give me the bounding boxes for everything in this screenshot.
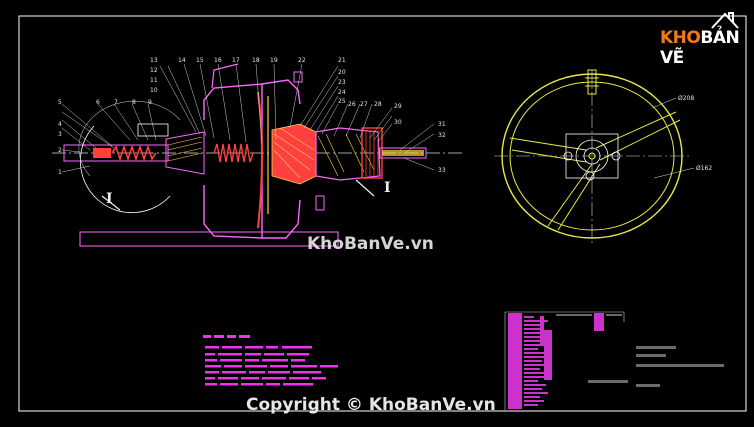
inner-rim — [509, 81, 675, 231]
diaphragm — [257, 91, 263, 229]
hub-core — [588, 152, 596, 160]
part-numbers-left: 12 11 10 9 8 7 6 5 4 3 2 1 — [58, 67, 158, 176]
front-stud-top — [293, 71, 303, 83]
return-spring — [213, 143, 254, 163]
part-number: 12 — [150, 67, 158, 74]
bolt-bottom — [585, 171, 595, 181]
hub-outer — [575, 139, 609, 173]
part-number: 31 — [438, 121, 446, 128]
part-number: 33 — [438, 167, 446, 174]
copyright-text: Copyright © KhoBanVe.vn — [246, 395, 496, 415]
house-icon — [711, 12, 739, 29]
part-number: 16 — [214, 57, 222, 64]
part-number: 2 — [58, 147, 62, 154]
part-number: 17 — [232, 57, 240, 64]
part-number: 30 — [394, 119, 402, 126]
rear-shell — [203, 83, 263, 239]
yoke-arc — [79, 125, 171, 214]
khobanve-logo: KHOBẢN VẼ — [660, 28, 754, 68]
part-number: 32 — [438, 132, 446, 139]
part-number: 29 — [394, 103, 402, 110]
hub-plate — [565, 133, 619, 179]
dimension-outer-diameter: Ø208 — [678, 95, 694, 102]
part-number: 10 — [150, 87, 158, 94]
dim-leader-outer — [651, 97, 677, 109]
drawing-frame — [18, 15, 747, 412]
cylinder-thread — [365, 130, 379, 176]
part-numbers-top: 13 14 15 16 17 18 19 22 21 20 23 24 25 2… — [150, 57, 402, 126]
cylinder-hatching — [317, 133, 375, 177]
input-rod — [63, 144, 169, 162]
part-number: 8 — [132, 99, 136, 106]
hub-inner — [583, 147, 601, 165]
part-number: 24 — [338, 89, 346, 96]
part-number: 22 — [298, 57, 306, 64]
part-number: 23 — [338, 79, 346, 86]
master-cylinder — [315, 127, 381, 181]
yoke-ring — [78, 100, 181, 177]
logo-prefix: KHO — [660, 28, 701, 48]
part-number: 26 — [348, 101, 356, 108]
part-number: 3 — [58, 131, 62, 138]
front-view — [494, 69, 695, 244]
part-number: 11 — [150, 77, 158, 84]
section-label-left: I — [106, 191, 113, 207]
dim-leader-inner — [653, 167, 695, 179]
front-stud-bottom — [315, 195, 325, 211]
technical-notes — [203, 335, 338, 386]
parts-list-table — [504, 311, 724, 410]
logo-suffix: BẢN VẼ — [660, 28, 740, 68]
watermark: KhoBanVe.vn — [307, 234, 434, 254]
part-number: 28 — [374, 101, 382, 108]
bolt-left — [563, 151, 573, 161]
vacuum-inlet — [211, 63, 239, 89]
wheel-spokes — [509, 111, 681, 231]
part-number: 13 — [150, 57, 158, 64]
base-plate — [79, 231, 339, 247]
front-shell — [261, 79, 301, 239]
part-number: 19 — [270, 57, 278, 64]
leader-lines — [61, 63, 435, 173]
part-number: 14 — [178, 57, 186, 64]
part-numbers-right: 31 32 33 — [438, 121, 446, 174]
inlet-fitting — [587, 69, 597, 95]
part-number: 6 — [96, 99, 100, 106]
part-number: 25 — [338, 98, 346, 105]
part-number: 1 — [58, 169, 62, 176]
outer-rim — [501, 73, 683, 239]
input-spring — [111, 144, 157, 162]
dimension-inner-diameter: Ø162 — [696, 165, 712, 172]
part-number: 18 — [252, 57, 260, 64]
guide-boss — [137, 123, 169, 137]
part-number: 9 — [148, 99, 152, 106]
rod-end-cap — [93, 148, 111, 158]
part-number: 7 — [114, 99, 118, 106]
valve-body-cone — [165, 131, 205, 175]
part-number: 5 — [58, 99, 62, 106]
section-arrow-right — [355, 179, 375, 197]
output-rod-core — [382, 150, 424, 156]
inlet-fitting-detail — [585, 77, 599, 87]
piston-hatching — [273, 127, 315, 179]
part-number: 21 — [338, 57, 346, 64]
section-label-right: I — [384, 180, 391, 196]
part-number: 4 — [58, 121, 62, 128]
part-number: 15 — [196, 57, 204, 64]
part-number: 20 — [338, 69, 346, 76]
section-arrow-left — [101, 195, 121, 211]
piston-hub — [271, 123, 317, 185]
part-number: 27 — [360, 101, 368, 108]
cone-hatching — [167, 136, 203, 162]
section-view — [52, 63, 462, 247]
bolt-right — [611, 151, 621, 161]
